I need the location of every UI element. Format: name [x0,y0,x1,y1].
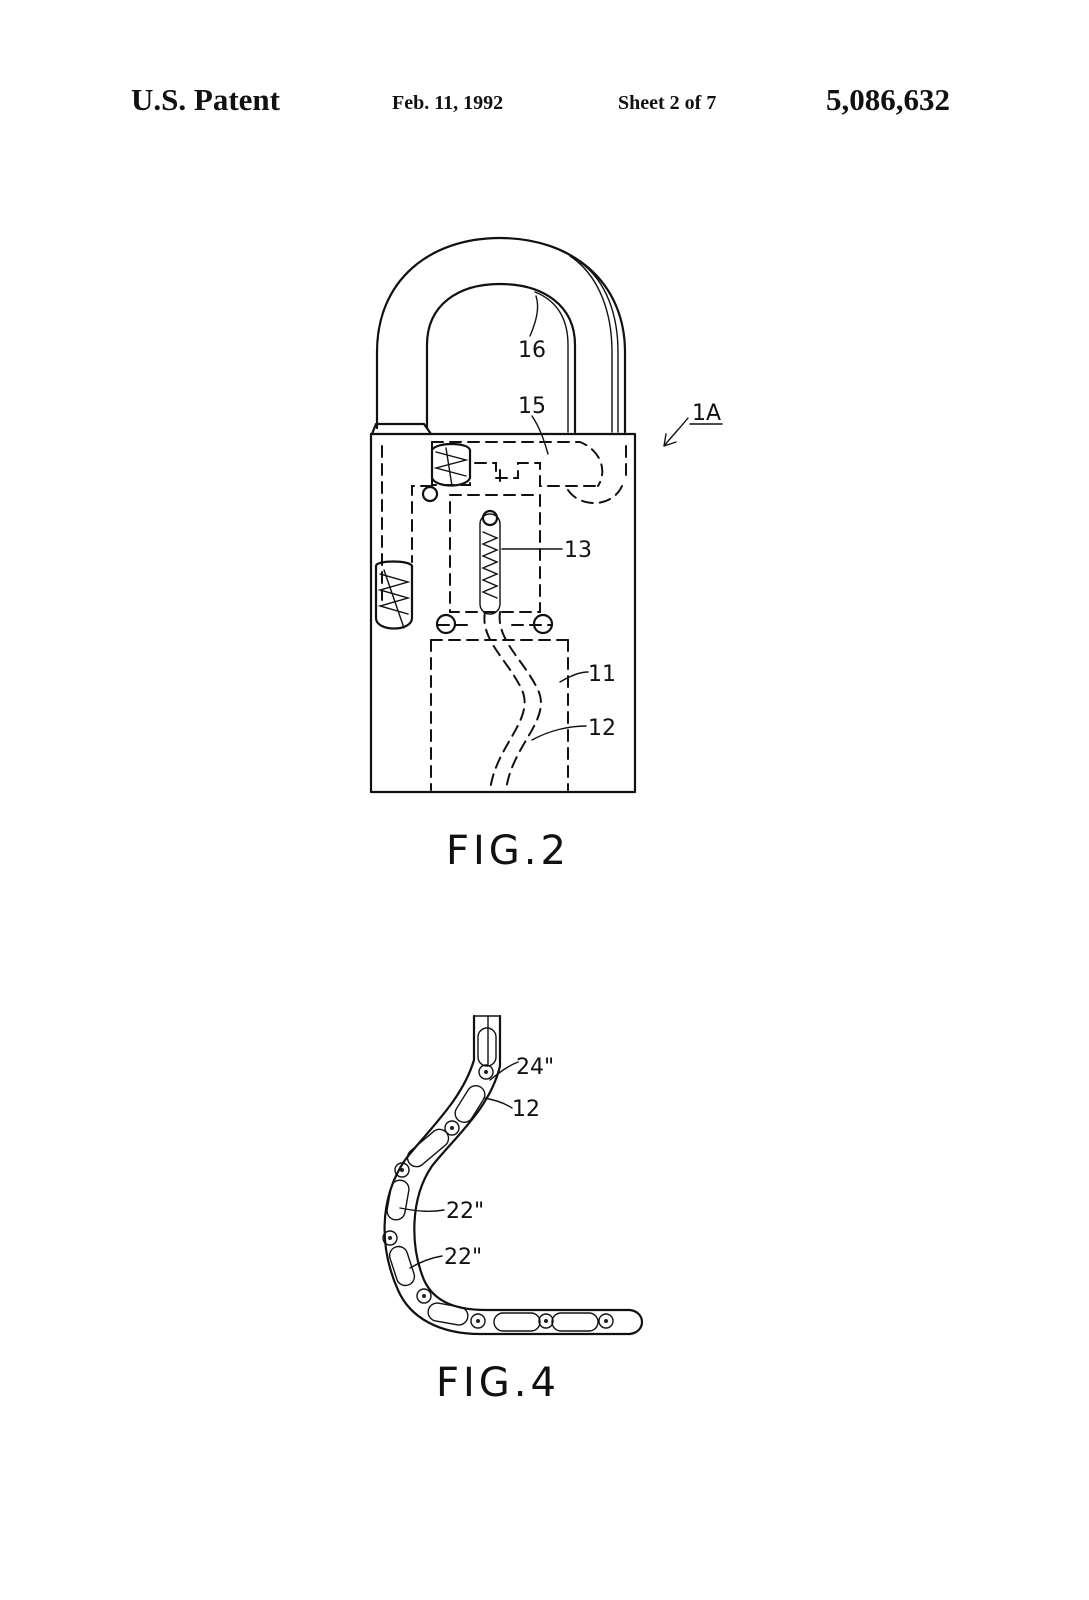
label-1a: 1A [692,401,721,426]
leader-15 [531,415,549,455]
tube-end-cap [628,1308,644,1336]
label-12: 12 [588,716,616,741]
label-16: 16 [518,338,546,363]
shackle-outer-shade-1 [579,261,619,433]
tube-outer [383,1014,632,1336]
shackle-inner-shade [534,291,569,433]
label-15: 15 [518,394,546,419]
leader-12-fig4 [483,1097,513,1109]
arrowhead-1a [663,433,677,447]
shackle-inner [425,282,577,434]
spring-13 [479,509,501,615]
fig4-caption: FIG.4 [436,1360,560,1406]
header-patent-number: 5,086,632 [826,82,950,117]
shackle-outer [375,236,627,434]
arrow-1a [663,417,689,447]
label-13: 13 [564,538,592,563]
pin-bottom-left [435,613,457,635]
label-22b: 22" [444,1245,482,1270]
tube-inner [413,1014,632,1312]
lock-body [369,432,637,794]
fig2-caption: FIG.2 [446,828,570,874]
label-22a: 22" [446,1199,484,1224]
header-patent-label: U.S. Patent [131,82,280,117]
label-24: 24" [516,1055,554,1080]
label-12-fig4: 12 [512,1097,540,1122]
shackle-outer-shade-2 [569,255,613,433]
fig4-articulated-cable: 24" 12 22" 22" FIG.4 [382,1014,644,1406]
header-sheet: Sheet 2 of 7 [618,92,717,114]
label-11: 11 [588,662,616,687]
leader-24 [489,1061,519,1081]
leader-11 [559,671,589,683]
spring-left [374,560,414,630]
leader-12 [531,725,587,741]
pin-bottom-right [532,613,554,635]
pin-top-left [421,485,439,503]
spring-latch [430,442,472,487]
header-date: Feb. 11, 1992 [392,92,504,114]
shackle-collar [370,422,433,436]
leader-16 [529,295,539,337]
chain-links [386,1027,599,1332]
leader-22a [399,1207,445,1213]
leader-22b [409,1255,443,1269]
fig2-padlock: 16 15 1A 13 11 12 FIG.2 [369,236,723,874]
chain-pins [382,1064,614,1329]
